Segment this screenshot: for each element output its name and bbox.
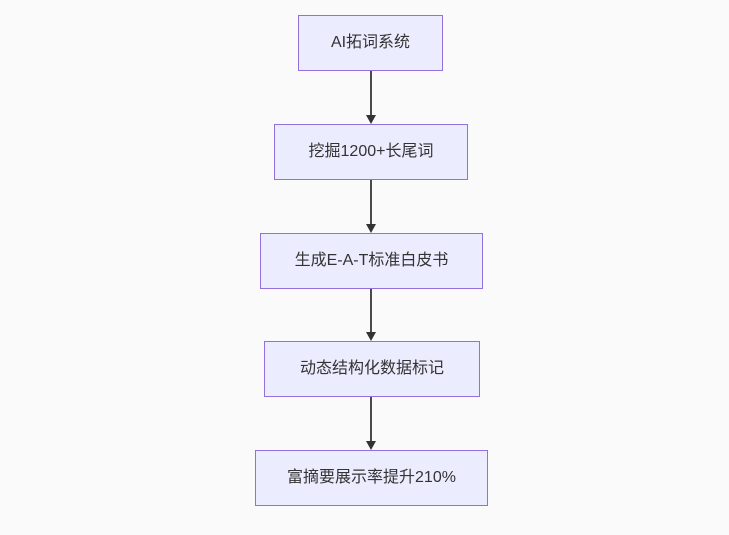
arrow-line xyxy=(369,289,372,332)
arrowhead-down-icon xyxy=(365,224,376,233)
arrow-line xyxy=(369,71,372,115)
flow-node-ai-keyword-system: AI拓词系统 xyxy=(298,15,443,71)
arrow-line xyxy=(369,397,372,441)
node-label: 富摘要展示率提升210% xyxy=(287,469,456,487)
arrowhead-down-icon xyxy=(365,332,376,341)
arrow-line xyxy=(369,180,372,224)
node-label: 生成E-A-T标准白皮书 xyxy=(294,252,449,270)
flow-node-rich-snippet-uplift: 富摘要展示率提升210% xyxy=(255,450,488,506)
flow-arrow xyxy=(365,289,376,341)
flow-arrow xyxy=(365,71,376,124)
arrowhead-down-icon xyxy=(365,115,376,124)
node-label: 挖掘1200+长尾词 xyxy=(308,143,434,161)
node-label: AI拓词系统 xyxy=(330,34,411,52)
node-label: 动态结构化数据标记 xyxy=(299,360,444,378)
flow-node-longtail-mining: 挖掘1200+长尾词 xyxy=(274,124,468,180)
flow-arrow xyxy=(365,180,376,233)
arrowhead-down-icon xyxy=(365,441,376,450)
flow-node-eat-whitepaper: 生成E-A-T标准白皮书 xyxy=(260,233,483,289)
flow-node-structured-data-markup: 动态结构化数据标记 xyxy=(264,341,480,397)
flow-arrow xyxy=(365,397,376,450)
